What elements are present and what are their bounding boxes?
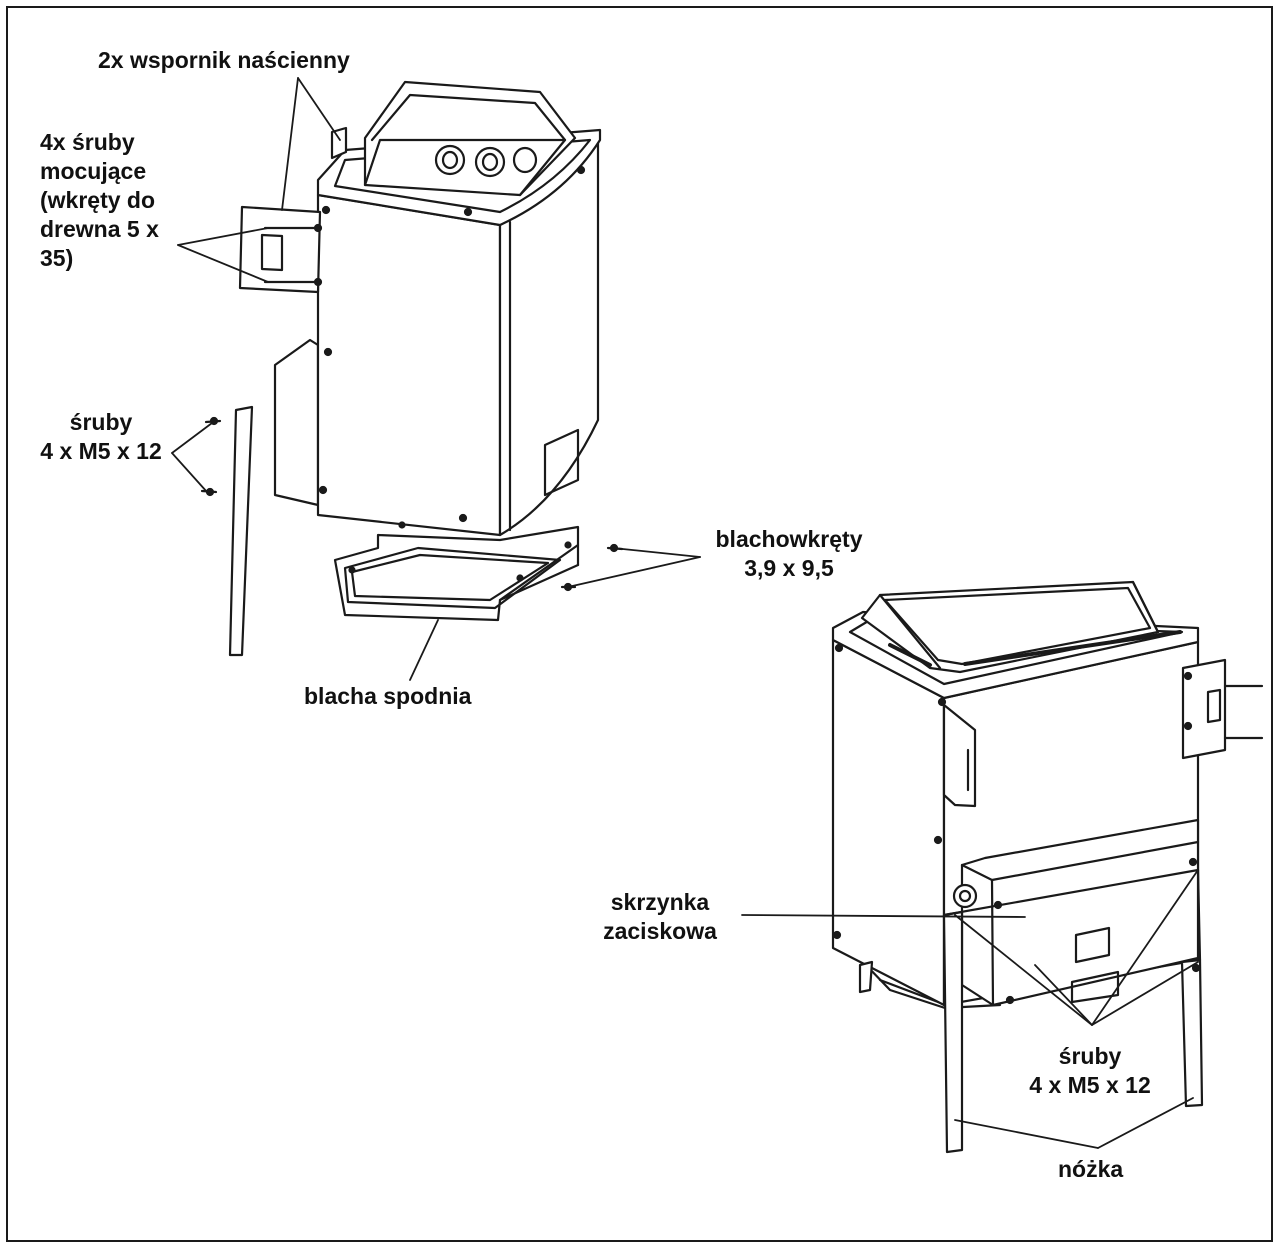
label-wall-brackets: 2x wspornik naścienny [98, 47, 350, 73]
left-heater [273, 80, 602, 537]
leader-lines [171, 77, 1199, 1149]
left-heater-rear-box [273, 338, 320, 507]
label-mount-screws-line2: mocujące [40, 158, 147, 184]
right-leg-back [858, 960, 874, 994]
label-terminal-box: skrzynka zaciskowa [580, 888, 740, 946]
left-wall-bracket [238, 205, 323, 294]
right-heater-side-panel [831, 638, 946, 1007]
label-screws-right-line2: 4 x M5 x 12 [1029, 1072, 1151, 1098]
label-bottom-plate: blacha spodnia [304, 683, 472, 709]
label-sheet-screws-line1: blachowkręty [715, 526, 863, 552]
label-sheet-screws: blachowkręty 3,9 x 9,5 [700, 525, 878, 583]
left-loose-leg [228, 405, 254, 657]
right-leg-front-right [1180, 958, 1204, 1108]
label-screws-right-line1: śruby [1058, 1043, 1122, 1069]
label-screws-left-line1: śruby [69, 409, 133, 435]
label-mount-screws-line3: (wkręty do [40, 187, 156, 213]
bottom-plate [333, 525, 580, 622]
label-leg: nóżka [1058, 1156, 1124, 1182]
label-terminal-box-line1: skrzynka [610, 889, 710, 915]
label-screws-right: śruby 4 x M5 x 12 [1010, 1042, 1170, 1100]
right-leg-front-left [942, 910, 964, 1154]
label-sheet-screws-line2: 3,9 x 9,5 [744, 555, 834, 581]
label-screws-left-line2: 4 x M5 x 12 [40, 438, 162, 464]
right-wall-bracket [1181, 658, 1227, 760]
label-mount-screws-line5: 35) [40, 245, 74, 271]
right-heater [831, 580, 1264, 1154]
label-mount-screws-line1: 4x śruby [40, 129, 135, 155]
label-mount-screws: 4x śruby mocujące (wkręty do drewna 5 x … [40, 128, 159, 273]
figure-frame [6, 6, 1273, 1242]
label-mount-screws-line4: drewna 5 x [40, 216, 159, 242]
label-terminal-box-line2: zaciskowa [603, 918, 717, 944]
label-screws-left: śruby 4 x M5 x 12 [26, 408, 176, 466]
left-heater-side-panel [316, 193, 502, 537]
